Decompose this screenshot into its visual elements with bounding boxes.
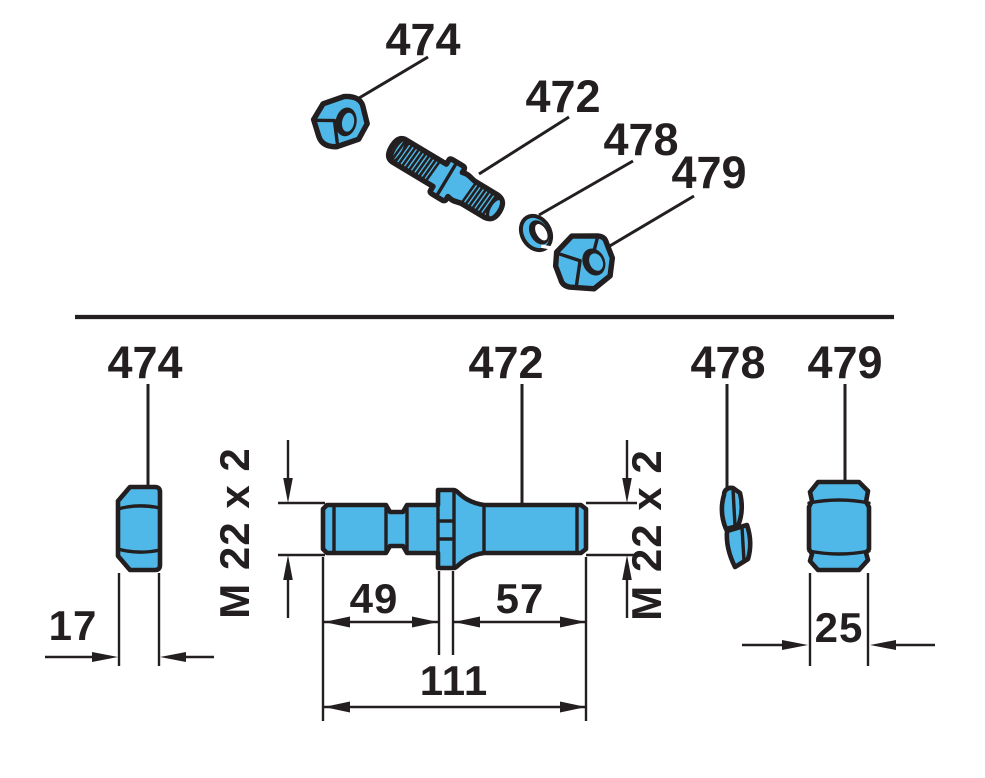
dimension-49-text: 49 <box>350 575 399 622</box>
dimension-25-text: 25 <box>815 604 864 651</box>
dimension-17: 17 <box>45 573 214 666</box>
dimension-25: 25 <box>742 573 935 666</box>
exploded-view: 474 472 478 479 <box>310 14 747 292</box>
nut-large-pictorial <box>552 233 616 292</box>
stud-tip-cap <box>485 196 504 220</box>
stud-detail-lines <box>332 488 579 570</box>
dim-label-479: 479 <box>807 337 882 388</box>
nut-small-side-view <box>115 484 163 573</box>
thread-spec-right: M 22 x 2 <box>586 440 670 621</box>
dimension-17-text: 17 <box>49 602 98 649</box>
thread-spec-right-text: M 22 x 2 <box>623 449 670 620</box>
washer-pictorial <box>518 213 554 253</box>
nut-small-pictorial <box>310 93 370 150</box>
dim-label-474: 474 <box>107 337 182 388</box>
stud-pictorial <box>385 135 506 222</box>
leader-line-478 <box>538 159 634 217</box>
exploded-label-474: 474 <box>385 14 460 65</box>
stud-thread-lines-right <box>460 181 499 217</box>
dimension-57-text: 57 <box>496 575 545 622</box>
leader-line-474 <box>348 55 429 106</box>
leader-line-479 <box>602 194 695 252</box>
exploded-label-479: 479 <box>671 147 746 198</box>
stud-side-view <box>320 487 589 571</box>
nut-large-side-view <box>806 479 872 573</box>
washer-split-gap <box>540 244 551 250</box>
washer-side-view <box>719 485 753 570</box>
exploded-label-472: 472 <box>525 71 600 122</box>
dimension-111-text: 111 <box>420 657 488 704</box>
dim-label-478: 478 <box>690 337 765 388</box>
dimensioned-view: 474 472 478 479 <box>45 337 935 721</box>
thread-spec-left-text: M 22 x 2 <box>211 447 258 618</box>
thread-spec-left: M 22 x 2 <box>211 440 325 619</box>
dimension-49-57-111: 49 57 111 <box>321 557 588 721</box>
dim-label-472: 472 <box>468 337 543 388</box>
exploded-label-478: 478 <box>603 114 678 165</box>
leader-line-472 <box>478 115 570 176</box>
